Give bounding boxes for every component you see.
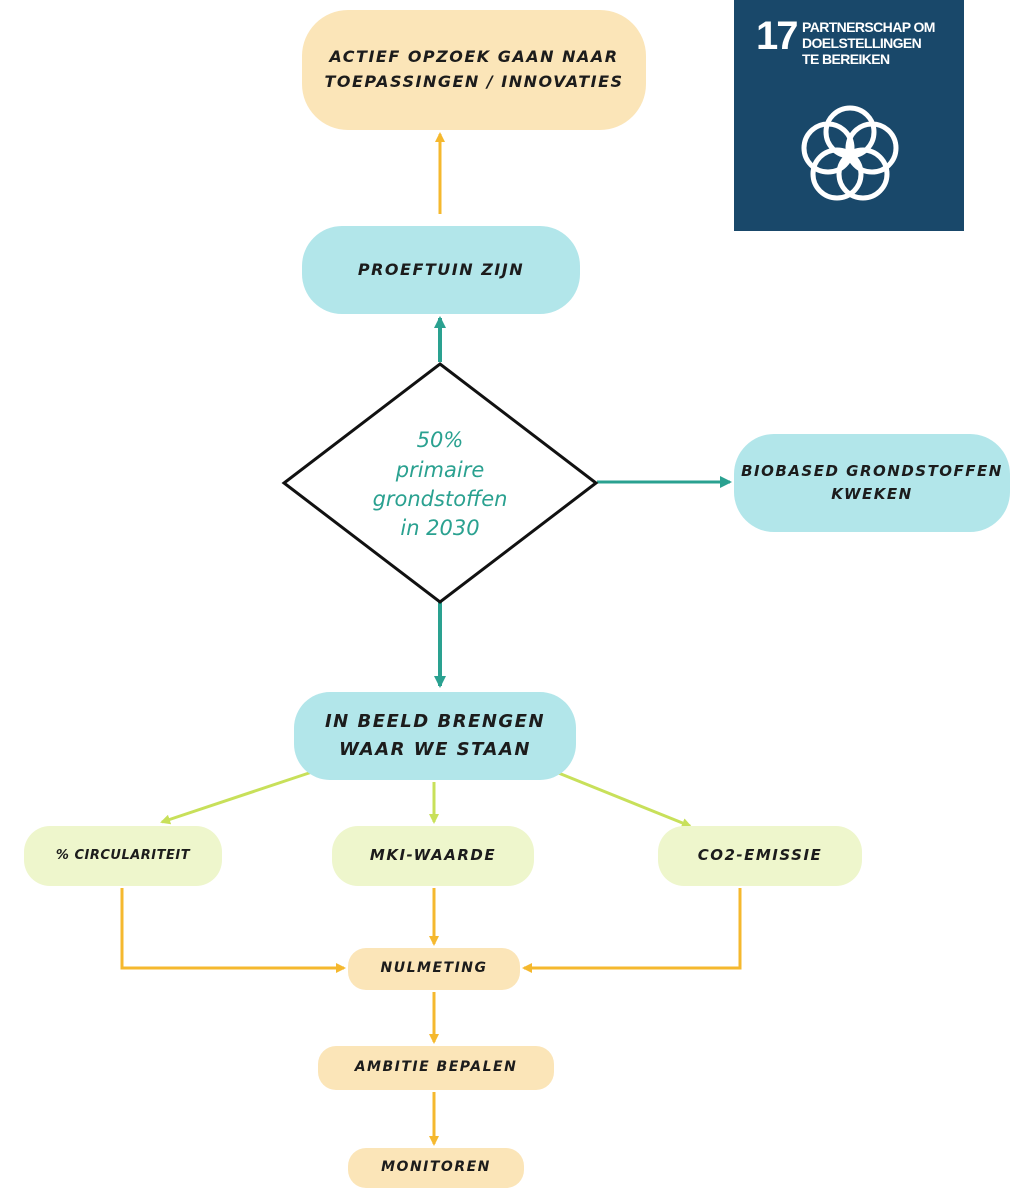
node-circulariteit: % circulariteit [24, 826, 222, 886]
decision-diamond [281, 362, 599, 604]
arrow-circulariteit-to-nulmeting [120, 888, 346, 973]
arrow-inbeeld-to-co2 [555, 770, 692, 828]
arrow-inbeeld-to-circulariteit [160, 770, 313, 825]
decision-text: 50% primaire grondstoffen in 2030 [372, 428, 508, 541]
sdg-number: 17 [756, 14, 798, 58]
node-biobased: Biobased grondstoffen kweken [734, 434, 1010, 532]
node-in-beeld: In beeld brengen waar we staan [294, 692, 576, 780]
node-actief-opzoek: Actief opzoek gaan naar toepassingen / i… [302, 10, 646, 130]
node-ambitie-bepalen: Ambitie bepalen [318, 1046, 554, 1090]
sdg-17-badge: 17 PARTNERSCHAP OM DOELSTELLINGEN TE BER… [734, 0, 964, 231]
node-proeftuin: Proeftuin zijn [302, 226, 580, 314]
node-mki-waarde: MKI-waarde [332, 826, 534, 886]
node-co2-emissie: CO2-emissie [658, 826, 862, 886]
sdg-title: PARTNERSCHAP OM DOELSTELLINGEN TE BEREIK… [802, 19, 935, 68]
five-interlocking-rings-icon [801, 105, 899, 201]
node-monitoren: Monitoren [348, 1148, 524, 1188]
arrow-co2-to-nulmeting [522, 888, 742, 973]
node-nulmeting: Nulmeting [348, 948, 520, 990]
